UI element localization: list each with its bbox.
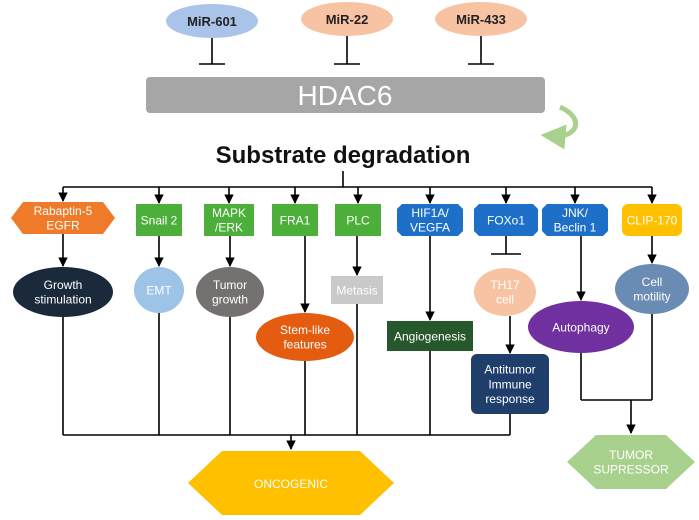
substrate-hif1a-vegfa: HIF1A/VEGFA [397, 204, 463, 236]
effect-angiogenesis-shape [387, 321, 473, 351]
effect-angiogenesis: Angiogenesis [387, 321, 473, 351]
effect-growth-stimulation-shape [13, 267, 113, 317]
effect-autophagy-shape [528, 301, 634, 353]
effect-tumor-growth-shape [196, 267, 264, 317]
effect-emt-shape [134, 267, 184, 313]
effect-metasis-label: Metasis [336, 283, 377, 297]
connector-lines [58, 36, 657, 450]
substrate-plc-label: PLC [346, 213, 370, 227]
mirna-601: MiR-601 [166, 4, 258, 38]
substrate-jnk-beclin-1: JNK/Beclin 1 [542, 204, 608, 236]
effect-angiogenesis-label: Angiogenesis [394, 329, 466, 343]
mirna-601-label: MiR-601 [187, 14, 237, 29]
substrate-clip-170-shape [622, 204, 682, 236]
substrate-fra1-shape [272, 204, 318, 236]
suppressor-hexagon [567, 435, 695, 489]
effect-autophagy: Autophagy [528, 301, 634, 353]
substrate-foxo1-shape [474, 204, 538, 236]
substrate-plc-shape [335, 204, 381, 236]
mirna-433: MiR-433 [435, 2, 527, 36]
mirna-601-ellipse [166, 4, 258, 38]
substrate-title: Substrate degradation [216, 142, 471, 169]
effect-antitumor-immune-response-shape [471, 354, 549, 414]
substrate-clip-170: CLIP-170 [622, 204, 682, 236]
substrate-fra1-label: FRA1 [280, 213, 311, 227]
mirna-433-label: MiR-433 [456, 12, 506, 27]
hdac6-bar [146, 77, 545, 113]
effect-th17-cell-shape [474, 268, 536, 316]
mirna-22-label: MiR-22 [326, 12, 369, 27]
substrate-rabaptin-5-egfr-shape [11, 202, 115, 234]
substrate-jnk-beclin-1-label: JNK/Beclin 1 [554, 206, 597, 235]
effect-metasis: Metasis [331, 276, 383, 304]
substrate-hif1a-vegfa-shape [397, 204, 463, 236]
oncogenic-hexagon [188, 451, 394, 515]
effect-metasis-shape [331, 276, 383, 304]
substrate-mapk-erk-shape [204, 204, 254, 236]
substrate-clip-170-label: CLIP-170 [627, 213, 678, 227]
mirna-22: MiR-22 [301, 2, 393, 36]
substrate-snail-2: Snail 2 [136, 204, 182, 236]
substrate-jnk-beclin-1-shape [542, 204, 608, 236]
hdac6-label: HDAC6 [298, 80, 393, 111]
effect-emt: EMT [134, 267, 184, 313]
effect-stem-like-features-shape [256, 313, 354, 361]
effect-emt-label: EMT [146, 283, 172, 297]
mirna-433-ellipse [435, 2, 527, 36]
substrate-hif1a-vegfa-label: HIF1A/VEGFA [410, 206, 450, 235]
mirna-22-ellipse [301, 2, 393, 36]
recycle-arrow-icon [540, 104, 579, 150]
substrate-plc: PLC [335, 204, 381, 236]
effect-autophagy-label: Autophagy [552, 320, 609, 334]
substrate-snail-2-label: Snail 2 [141, 213, 178, 227]
substrate-mapk-erk-label: MAPK/ERK [212, 206, 246, 235]
substrate-snail-2-shape [136, 204, 182, 236]
substrate-foxo1-label: FOXo1 [487, 213, 525, 227]
oncogenic-label: ONCOGENIC [254, 477, 328, 491]
substrate-mapk-erk: MAPK/ERK [204, 204, 254, 236]
oncogenic-outcome: ONCOGENIC [188, 451, 394, 515]
effect-cell-motility-shape [615, 264, 689, 314]
substrate-fra1: FRA1 [272, 204, 318, 236]
substrate-foxo1: FOXo1 [474, 204, 538, 236]
